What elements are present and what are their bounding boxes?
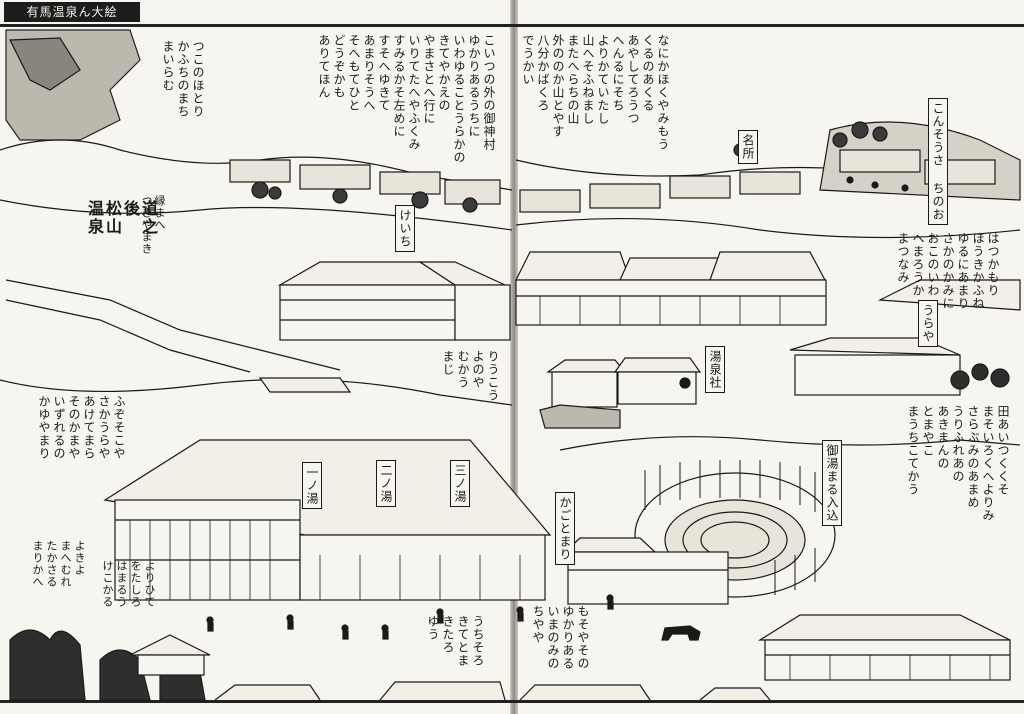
text-right-mid: 田あいつくくそ まそいろくへよりみ さらぶみのあまめ うりふれあの あきまんの … [906,405,1010,522]
text-left-top-main: こいつの外の御神村 ゆかりあるうちに いわゆることうらかの きてやかえの やまさ… [317,34,496,164]
label-meisho: 名所 [738,130,758,164]
label-ni-no-yu: 二ノ湯 [376,460,396,507]
text-center-mid: りうこう よのや むかう まじ [441,350,500,402]
label-shrine: 湯泉社 [705,346,725,393]
text-right-top-main: なにかほくやみもう くるのあくる あやしてろうつ へんるにそち よりかていたし … [521,34,670,151]
text-right-top-side: はつかもり ほうきかふね ゆるにあまり さかのかみに おこのいわ へまろうか ま… [896,232,1000,310]
text-bottom-right: もそやその ゆかりある いまのみの ちやや [531,605,590,670]
header-title: 有馬温泉ん大絵 [4,2,140,22]
road-label-sub: 縁まへ つきやまき [140,195,166,255]
label-left-a: けいち [395,205,415,252]
label-san-no-yu: 三ノ湯 [450,460,470,507]
label-right-b: うらや [918,300,938,347]
frame-bottom-border [0,700,1024,703]
text-left-top-side: つこのほとり かふちのまち まいらむ [161,40,205,118]
road-label-main: 道之後 松山 温泉 [85,200,158,236]
text-bottom-center: うちそろ きてとま きたろ ゆう [426,615,485,667]
label-hot-spring-sign: 御湯まる入込 [822,440,842,526]
label-ichi-no-yu: 一ノ湯 [302,462,322,509]
text-left-mid: ふぞそこや さかうらや あけてまら そのかまや いずれるの かゆやまり [37,395,126,460]
text-bottom-left: よりひて をたしろ はまるう けこかる [101,560,156,608]
text-bottom-left-2: よきよ まへむれ たかさる まりかへ [31,540,86,588]
book-gutter [510,0,518,714]
label-kagotomari: かごとまり [555,492,575,565]
label-cho: こんそうさ ちのお [928,98,948,225]
frame-top-border [0,24,1024,27]
